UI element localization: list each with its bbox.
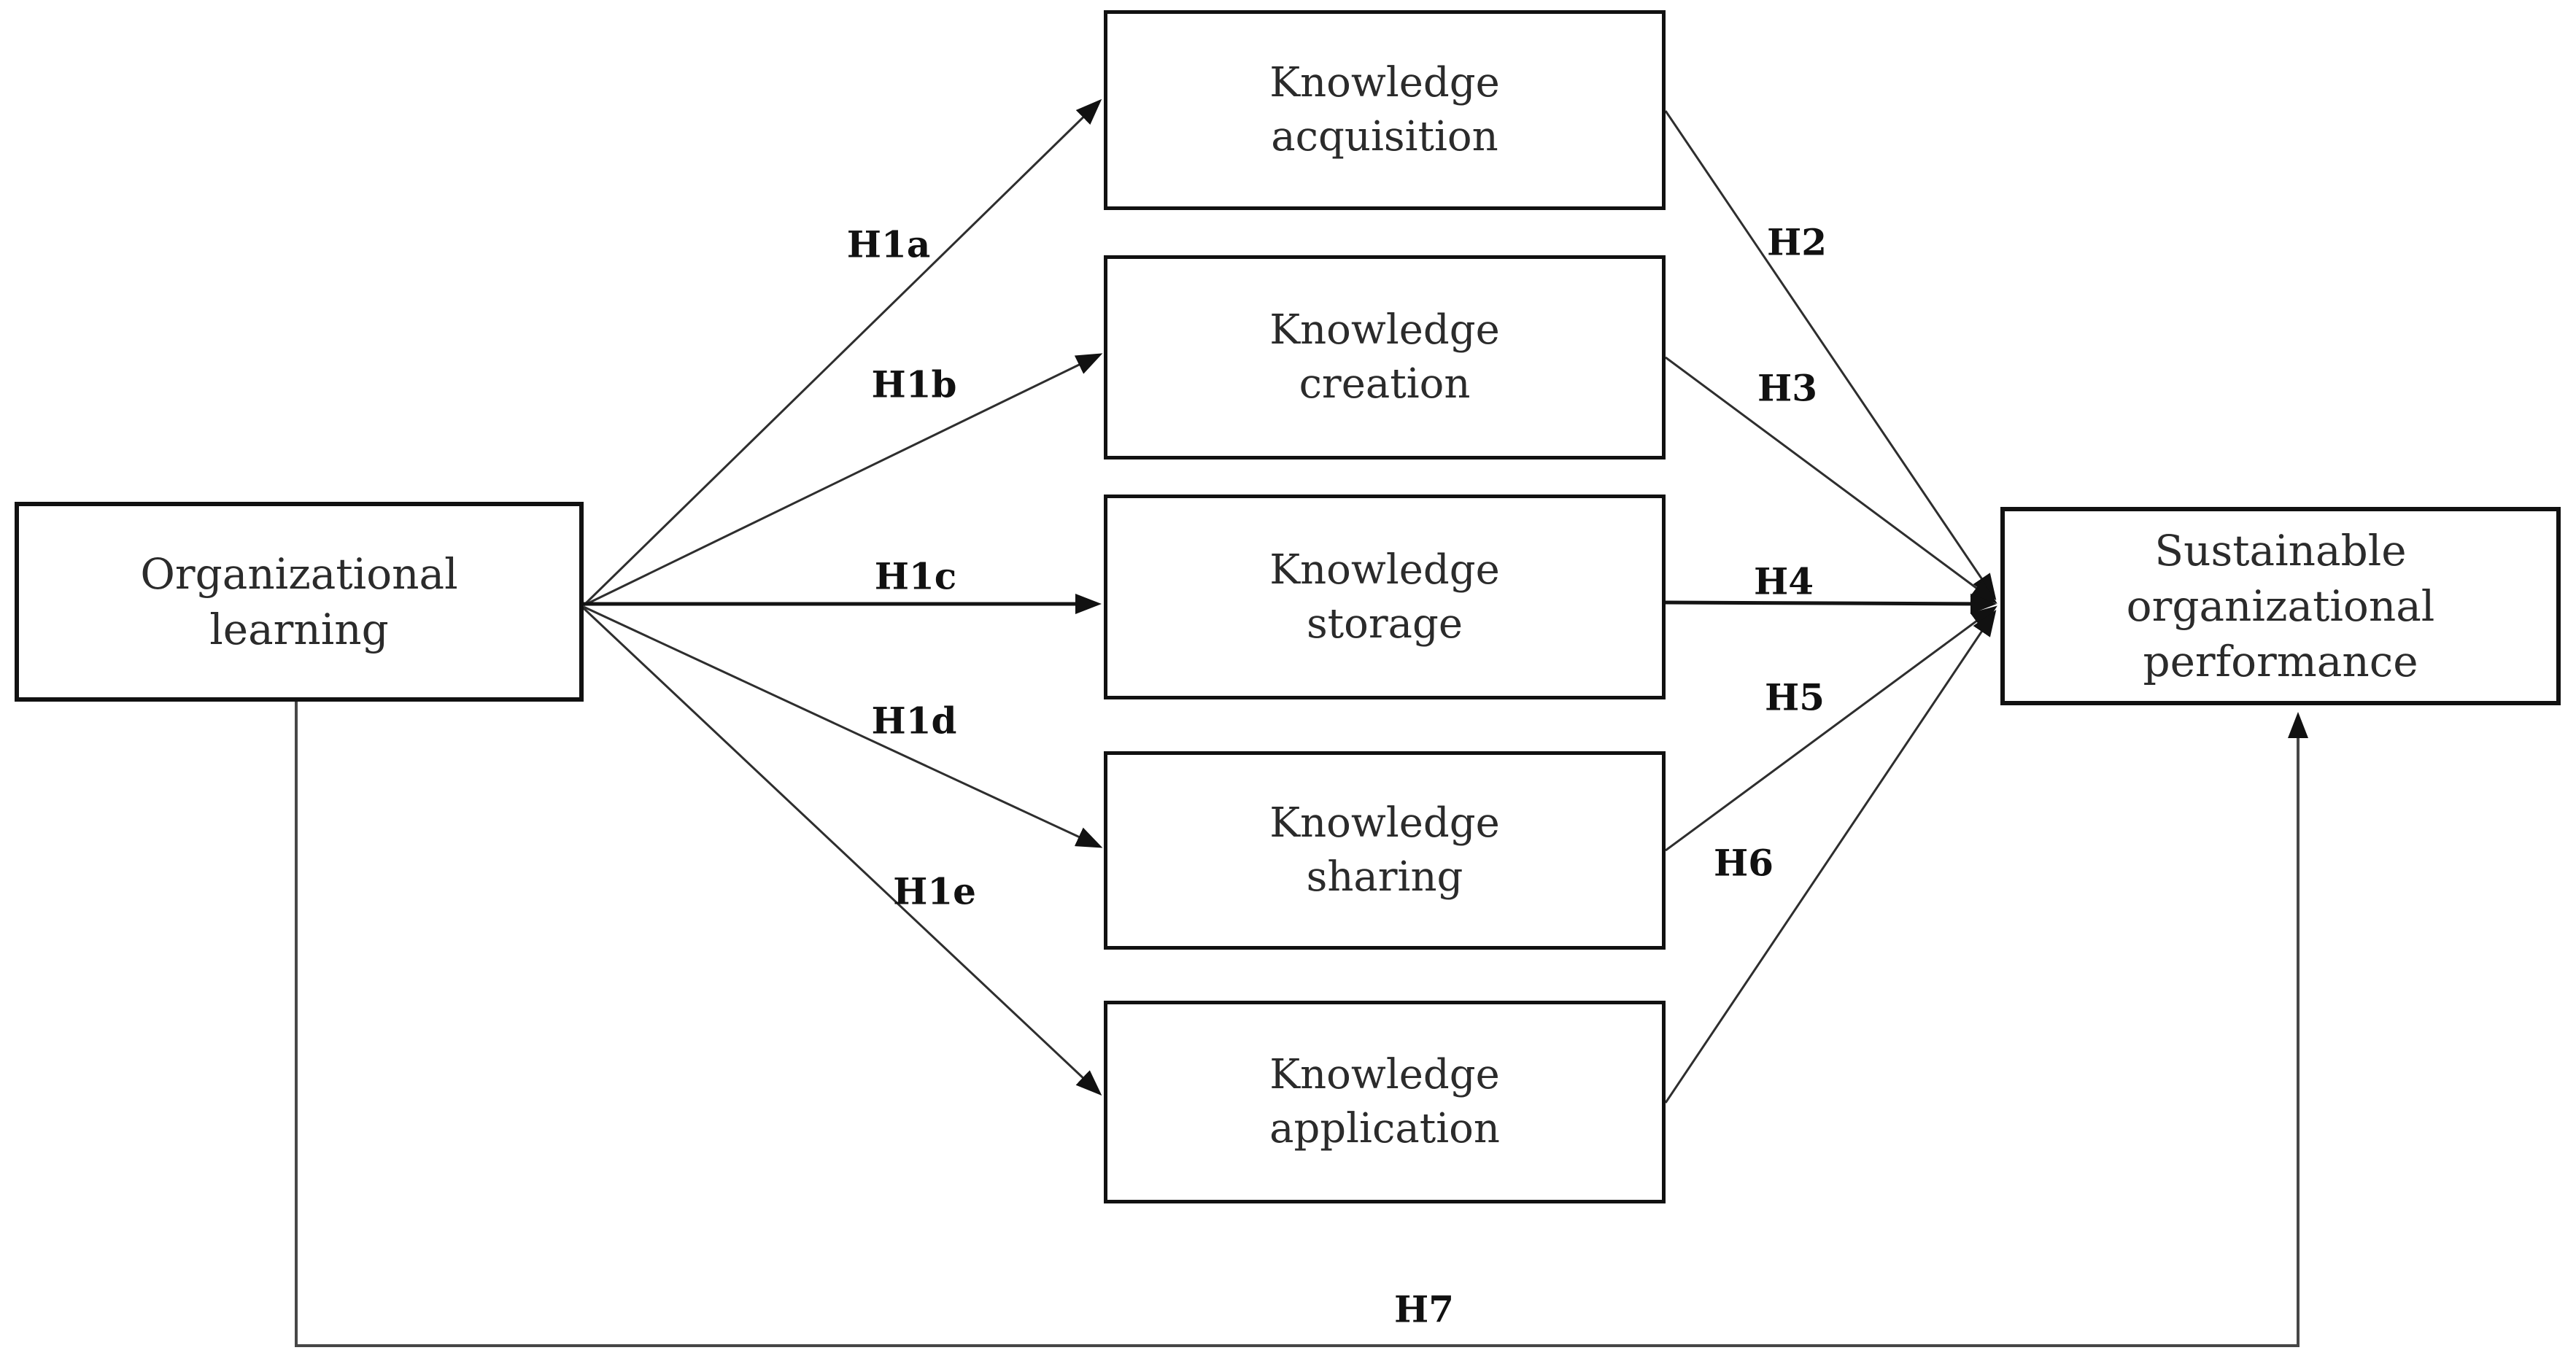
- edge-label-h2: H2: [1766, 220, 1827, 264]
- node-label: Knowledge sharing: [1269, 799, 1500, 901]
- edge-h2-line: [1664, 110, 1997, 600]
- node-label: Sustainable organizational performance: [2126, 526, 2435, 686]
- edge-label-h4: H4: [1753, 559, 1814, 603]
- node-knowledge-sharing: Knowledge sharing: [1104, 751, 1666, 950]
- node-label: Knowledge acquisition: [1269, 59, 1500, 160]
- node-knowledge-storage: Knowledge storage: [1104, 495, 1666, 699]
- node-label: Knowledge creation: [1269, 306, 1500, 408]
- edge-h1a-line: [582, 98, 1102, 607]
- edge-label-h1b: H1b: [871, 362, 957, 406]
- node-knowledge-creation: Knowledge creation: [1104, 255, 1666, 460]
- edge-label-h6: H6: [1713, 841, 1774, 885]
- node-label: Organizational learning: [140, 549, 458, 654]
- node-knowledge-application: Knowledge application: [1104, 1001, 1666, 1203]
- edge-label-h5: H5: [1764, 675, 1825, 719]
- edge-label-h7: H7: [1393, 1287, 1455, 1331]
- edge-h6-line: [1664, 610, 1997, 1104]
- edge-h7-line: [295, 702, 2308, 1347]
- edge-label-h1a: H1a: [846, 222, 931, 266]
- edge-h3-line: [1665, 356, 1997, 604]
- edge-label-h1e: H1e: [893, 869, 976, 913]
- node-knowledge-acquisition: Knowledge acquisition: [1104, 10, 1666, 210]
- node-label: Knowledge application: [1269, 1051, 1500, 1152]
- edge-h1e-line: [582, 607, 1102, 1096]
- edge-h1d-line: [583, 605, 1103, 848]
- edge-h5-line: [1665, 605, 1997, 852]
- node-organizational-learning: Organizational learning: [15, 502, 584, 702]
- node-label: Knowledge storage: [1269, 546, 1500, 648]
- edge-h1b-line: [583, 353, 1103, 607]
- edge-label-h1d: H1d: [871, 699, 957, 742]
- node-sustainable-organizational-performance: Sustainable organizational performance: [2000, 507, 2561, 705]
- edge-h4-line: [1665, 593, 1997, 614]
- edge-label-h3: H3: [1757, 366, 1818, 410]
- edge-label-h1c: H1c: [874, 554, 957, 598]
